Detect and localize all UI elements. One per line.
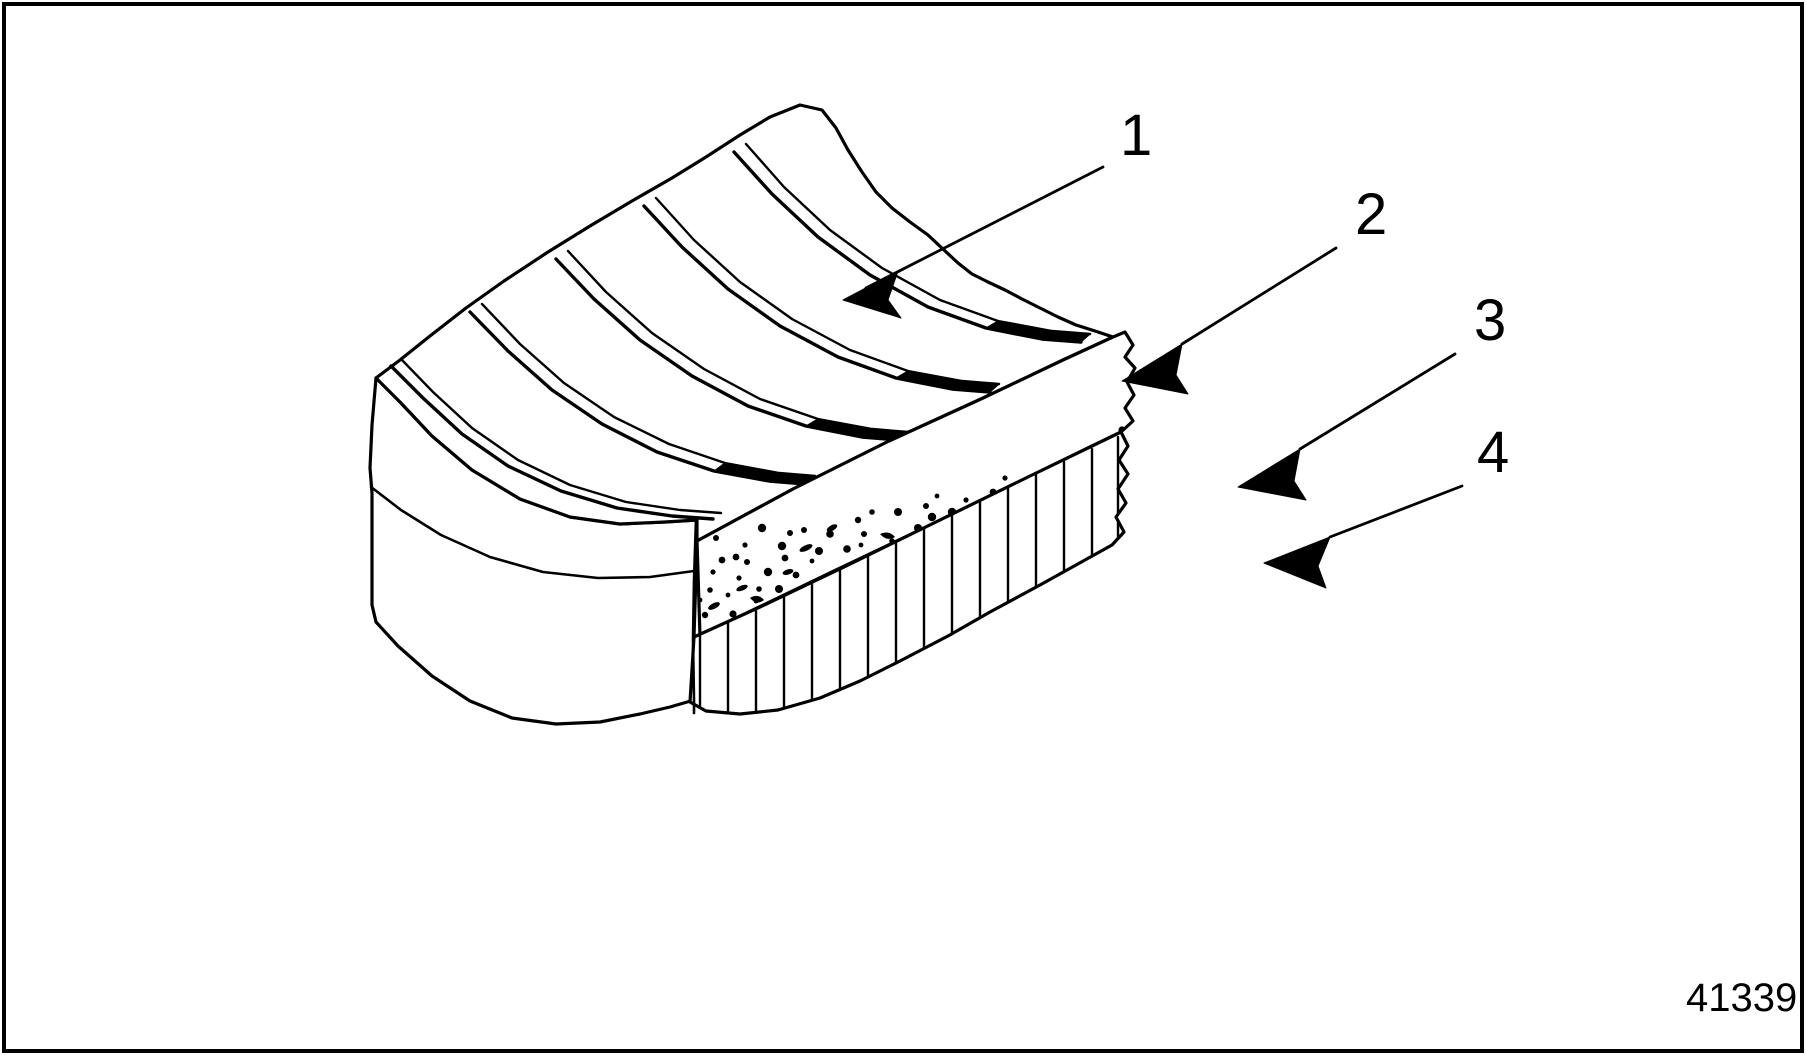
tread-groove-3 bbox=[554, 249, 910, 442]
callout-3-leader-line bbox=[1298, 352, 1457, 451]
tread-groove-5 bbox=[732, 142, 1092, 344]
part-number-label: 41339 bbox=[1686, 976, 1797, 1020]
callout-2-leader bbox=[1121, 246, 1338, 395]
tread-groove-1 bbox=[389, 357, 723, 521]
callout-1-leader bbox=[842, 165, 1105, 319]
callout-2-arrowhead bbox=[1121, 343, 1189, 395]
torn-edge-top bbox=[798, 103, 1115, 339]
callout-4-arrowhead bbox=[1263, 536, 1331, 589]
callout-1-leader-line bbox=[864, 165, 1105, 290]
cut-face-left-edge bbox=[691, 517, 698, 715]
callout-label-3: 3 bbox=[1474, 288, 1506, 353]
callout-label-2: 2 bbox=[1355, 182, 1387, 247]
callout-3-arrowhead bbox=[1237, 448, 1307, 501]
callout-4-leader bbox=[1263, 484, 1464, 589]
callout-3-leader bbox=[1237, 352, 1457, 501]
callout-1-arrowhead bbox=[842, 270, 902, 319]
callout-label-4: 4 bbox=[1477, 420, 1509, 485]
tread-groove-4 bbox=[642, 196, 1001, 394]
sidewall-seam-line bbox=[369, 485, 696, 580]
callout-4-leader-line bbox=[1328, 484, 1464, 539]
callout-label-1: 1 bbox=[1120, 103, 1152, 168]
callout-2-leader-line bbox=[1180, 246, 1338, 346]
tread-groove-2 bbox=[468, 302, 817, 486]
